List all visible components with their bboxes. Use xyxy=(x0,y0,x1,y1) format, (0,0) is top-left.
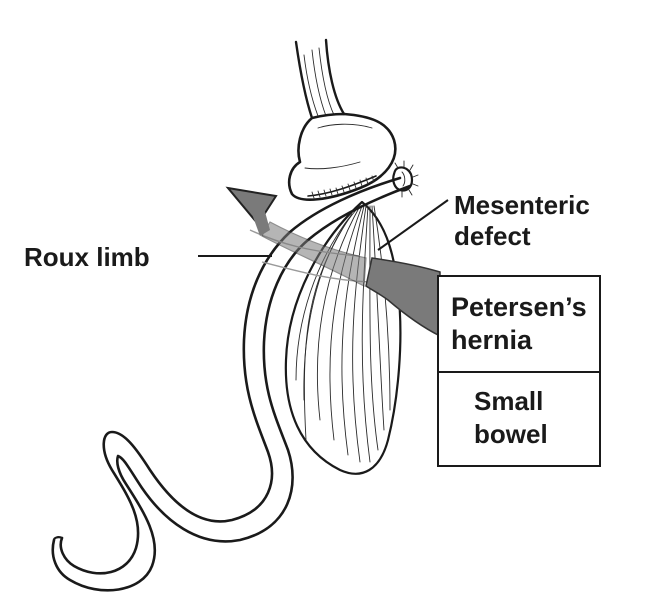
label-petersens: Petersen’s xyxy=(451,292,587,322)
label-mesenteric: Mesenteric xyxy=(454,190,590,220)
label-defect: defect xyxy=(454,221,531,251)
petersen-hernia-box xyxy=(437,275,601,373)
label-roux-limb: Roux limb xyxy=(24,242,150,272)
esophagus xyxy=(294,38,346,120)
small-bowel-box xyxy=(437,371,601,467)
gastric-pouch xyxy=(287,112,397,201)
label-bowel: bowel xyxy=(474,419,548,449)
hernia-arrow xyxy=(225,186,441,338)
label-hernia: hernia xyxy=(451,325,533,355)
roux-limb xyxy=(51,166,414,592)
label-small: Small xyxy=(474,386,543,416)
mesentery xyxy=(284,200,402,475)
staple-line xyxy=(307,160,419,199)
mesenteric-defect-leader xyxy=(377,199,449,251)
